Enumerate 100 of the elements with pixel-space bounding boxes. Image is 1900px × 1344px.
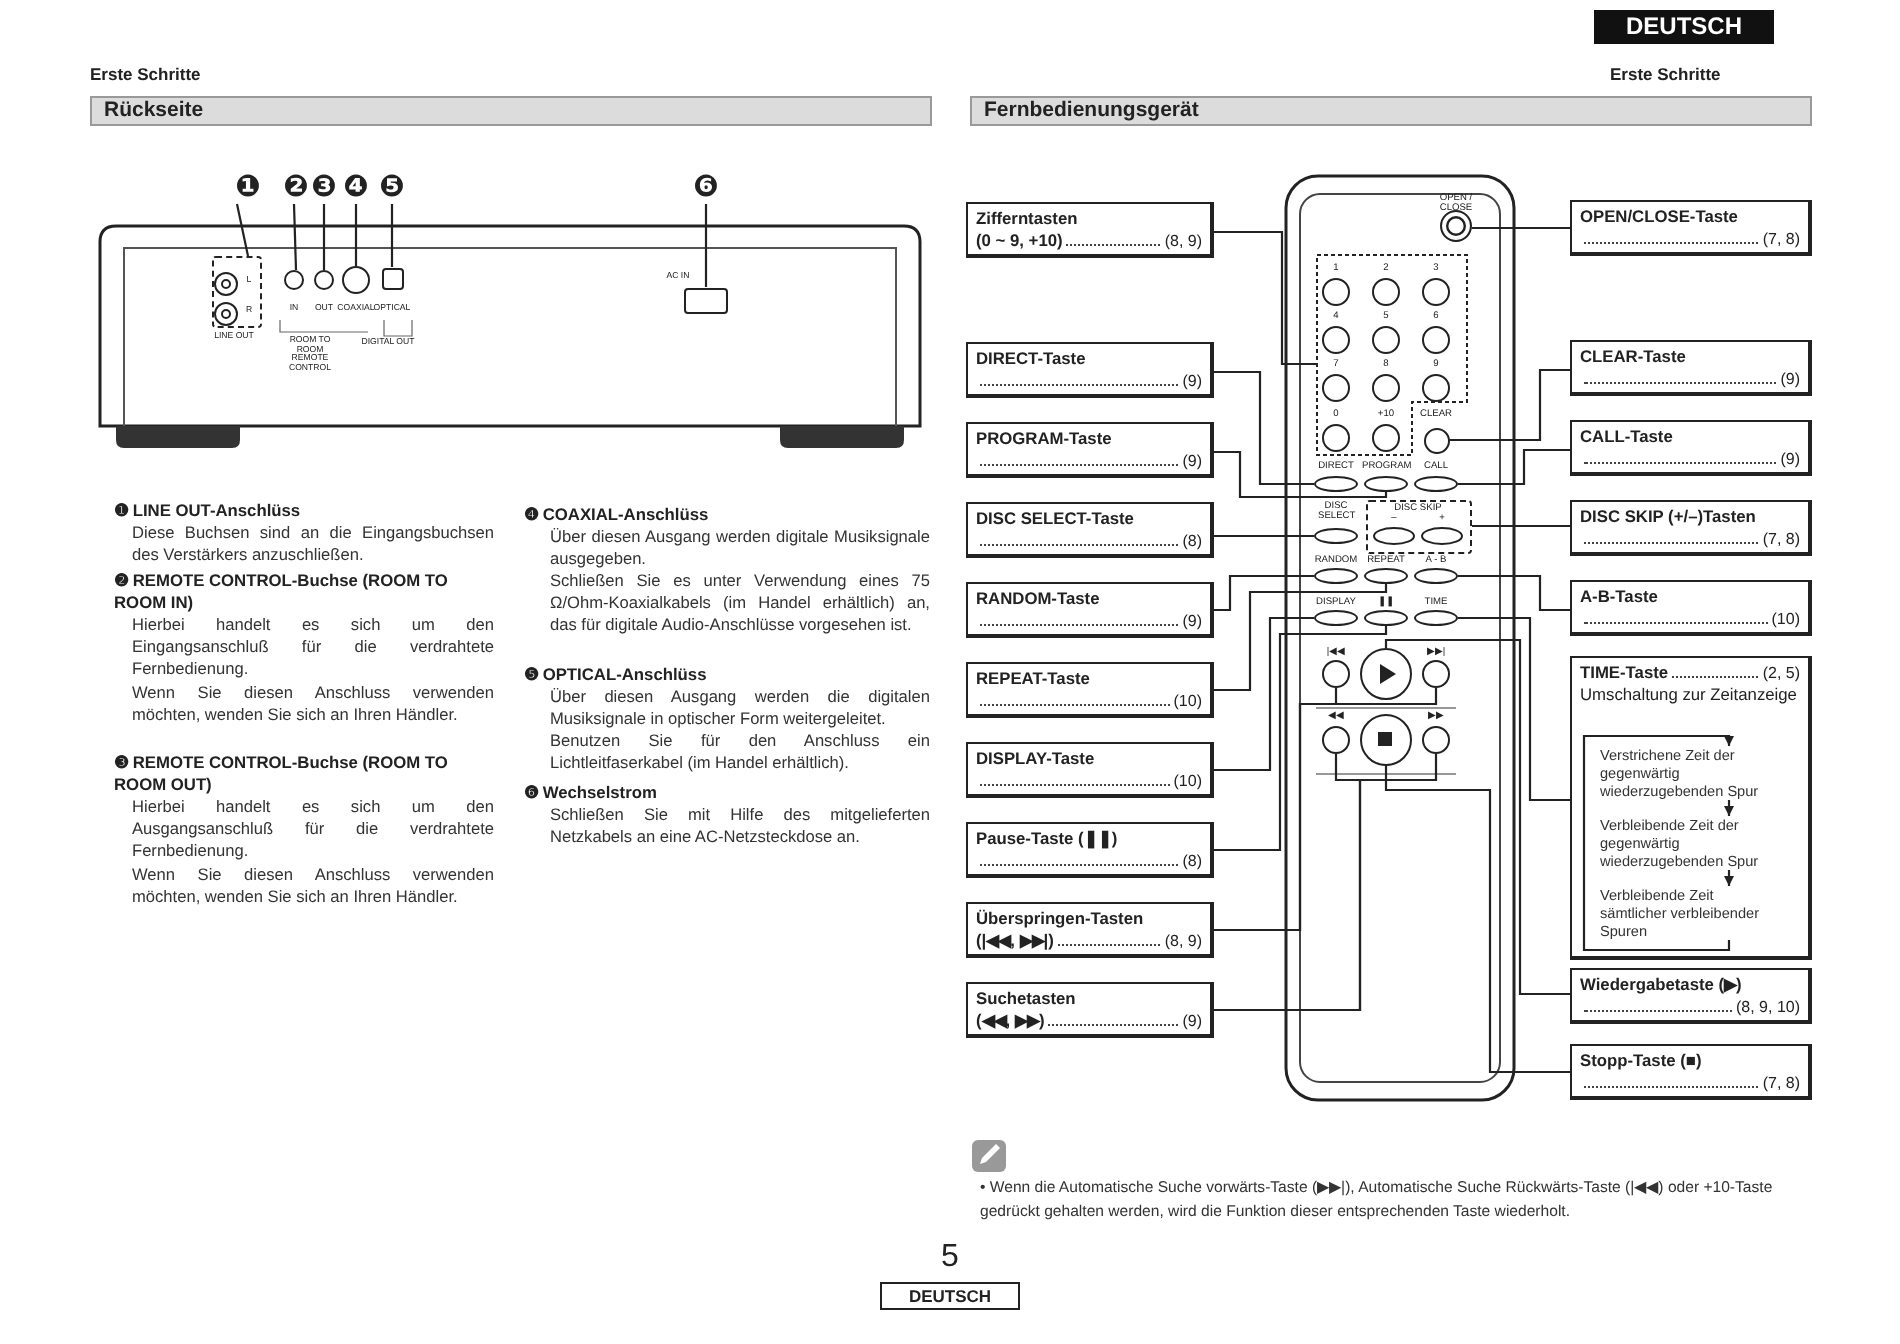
leader-line <box>292 203 298 271</box>
item-description: Wenn Sie diesen Anschluss verwenden möchten, wenden Sie sich an Ihren Händler. <box>132 864 494 908</box>
callout-box <box>1570 420 1812 476</box>
leader-line <box>1214 534 1314 538</box>
page-reference: (7, 8) <box>1762 1072 1800 1094</box>
leader-line <box>1214 616 1314 772</box>
page-reference: (9) <box>1780 368 1800 390</box>
key-list: (◀◀, ▶▶) <box>976 1010 1045 1032</box>
leader-line <box>1384 766 1570 1074</box>
leader-line <box>235 203 250 257</box>
leader-line <box>1214 230 1316 366</box>
callout-box <box>966 902 1214 958</box>
section-title: Fernbedienungsgerät <box>970 96 1812 126</box>
page-reference: (8) <box>1182 850 1202 872</box>
callout-title: A-B-Taste <box>1580 586 1658 608</box>
callout-title: CLEAR-Taste <box>1580 346 1686 368</box>
callout-title: TIME-Taste <box>1580 662 1669 684</box>
callout-number: ❹ <box>340 170 372 204</box>
page-reference: (8) <box>1182 530 1202 552</box>
callout-box <box>966 982 1214 1038</box>
page-reference: (7, 8) <box>1762 228 1800 250</box>
callout-box <box>966 742 1214 798</box>
item-heading: ❺ OPTICAL-Anschlüss <box>524 664 709 686</box>
callout-title: DIRECT-Taste <box>976 348 1086 370</box>
callout-box <box>966 822 1214 878</box>
power-inlet <box>684 287 728 313</box>
item-description: Über diesen Ausgang werden die digitalen Musiksignale in optischer Form weitergeleitet. <box>550 686 930 730</box>
language-label: DEUTSCH <box>880 1282 1020 1310</box>
language-tab: DEUTSCH <box>1594 10 1774 44</box>
item-description: Diese Buchsen sind an die Eingangsbuchsen des Verstärkers anzuschließen. <box>132 522 494 566</box>
item-description: Schließen Sie mit Hilfe des mitgelieferten Netzkabels an eine AC-Netzsteckdose an. <box>550 804 930 848</box>
page-reference: (7, 8) <box>1762 528 1800 550</box>
item-description: Schließen Sie es unter Verwendung eines 75 Ω/Ohm-Koaxialkabels (im Handel erhältlich) an, das für digitale Audio-Anschlüsse vorgesehen ist. <box>550 570 930 636</box>
callout-title: OPEN/CLOSE-Taste <box>1580 206 1738 228</box>
item-heading: ❹ COAXIAL-Anschlüss <box>524 504 711 526</box>
item-description: Wenn Sie diesen Anschluss verwenden möchten, wenden Sie sich an Ihren Händler. <box>132 682 494 726</box>
callout-number: ❷ <box>280 170 312 204</box>
callout-box <box>1570 500 1812 556</box>
callout-box <box>966 202 1214 258</box>
callout-box <box>966 502 1214 558</box>
callout-title: PROGRAM-Taste <box>976 428 1112 450</box>
leader-line <box>1214 626 1388 852</box>
leader-line <box>1458 616 1570 802</box>
page-reference: (10) <box>1771 608 1800 630</box>
leader-line <box>1458 574 1570 612</box>
dashed-key-group <box>1316 254 1468 456</box>
callout-title: Zifferntasten <box>976 208 1078 230</box>
page-number: 5 <box>939 1240 961 1276</box>
running-header: Erste Schritte <box>1610 64 1723 84</box>
callout-number: ❸ <box>308 170 340 204</box>
callout-title: DISPLAY-Taste <box>976 748 1095 770</box>
callout-number: ❻ <box>690 170 722 204</box>
callout-title: Wiedergabetaste (▶) <box>1580 974 1742 996</box>
page-reference: (8, 9, 10) <box>1735 996 1800 1018</box>
item-description: Hierbei handelt es sich um den Ausgangsanschluß für die verdrahtete Fernbedienung. <box>132 796 494 862</box>
leader-line <box>354 204 358 266</box>
callout-box <box>1570 200 1812 256</box>
key-list: (|◀◀, ▶▶|) <box>976 930 1054 952</box>
item-heading: ❻ Wechselstrom <box>524 782 659 804</box>
page-reference: (2, 5) <box>1762 662 1800 684</box>
leader-line <box>1449 368 1570 442</box>
page-reference: (9) <box>1182 1010 1202 1032</box>
callout-number: ❺ <box>376 170 408 204</box>
page-reference: (8, 9) <box>1164 230 1202 252</box>
page-reference: (10) <box>1173 690 1202 712</box>
leader-line <box>322 204 326 270</box>
key-list: (0 ~ 9, +10) <box>976 230 1063 252</box>
page-reference: (10) <box>1173 770 1202 792</box>
leader-line <box>1458 448 1570 486</box>
callout-title: Pause-Taste (❚❚) <box>976 828 1118 850</box>
arrow <box>1724 870 1734 886</box>
callout-title: REPEAT-Taste <box>976 668 1090 690</box>
page-reference: (9) <box>1182 370 1202 392</box>
callout-box <box>966 582 1214 638</box>
item-heading: ❷ REMOTE CONTROL-Buchse (ROOM TO ROOM IN) <box>114 570 450 614</box>
section-title: Rückseite <box>90 96 932 126</box>
callout-box <box>1570 656 1812 960</box>
callout-description: Umschaltung zur Zeitanzeige <box>1580 684 1797 706</box>
leader-line <box>1214 450 1388 499</box>
leader-line <box>390 204 394 267</box>
leader-line <box>704 204 708 287</box>
running-header: Erste Schritte <box>90 64 203 84</box>
callout-title: RANDOM-Taste <box>976 588 1100 610</box>
leader-line <box>1214 370 1314 486</box>
page-reference: (9) <box>1780 448 1800 470</box>
item-description: Benutzen Sie für den Anschluss ein Lichtleitfaserkabel (im Handel erhältlich). <box>550 730 930 774</box>
callout-box <box>966 422 1214 478</box>
arrow <box>1724 800 1734 816</box>
leader-line <box>1472 524 1570 528</box>
callout-title: CALL-Taste <box>1580 426 1673 448</box>
page-reference: (9) <box>1182 610 1202 632</box>
callout-box <box>1570 968 1812 1024</box>
page-reference: (9) <box>1182 450 1202 472</box>
item-description: Über diesen Ausgang werden digitale Musiksignale ausgegeben. <box>550 526 930 570</box>
callout-title: Suchetasten <box>976 988 1076 1010</box>
callout-box <box>966 342 1214 398</box>
leader-line <box>1472 226 1570 230</box>
leader-line <box>1384 638 1570 996</box>
callout-box <box>966 662 1214 718</box>
arrow <box>1582 734 1734 952</box>
